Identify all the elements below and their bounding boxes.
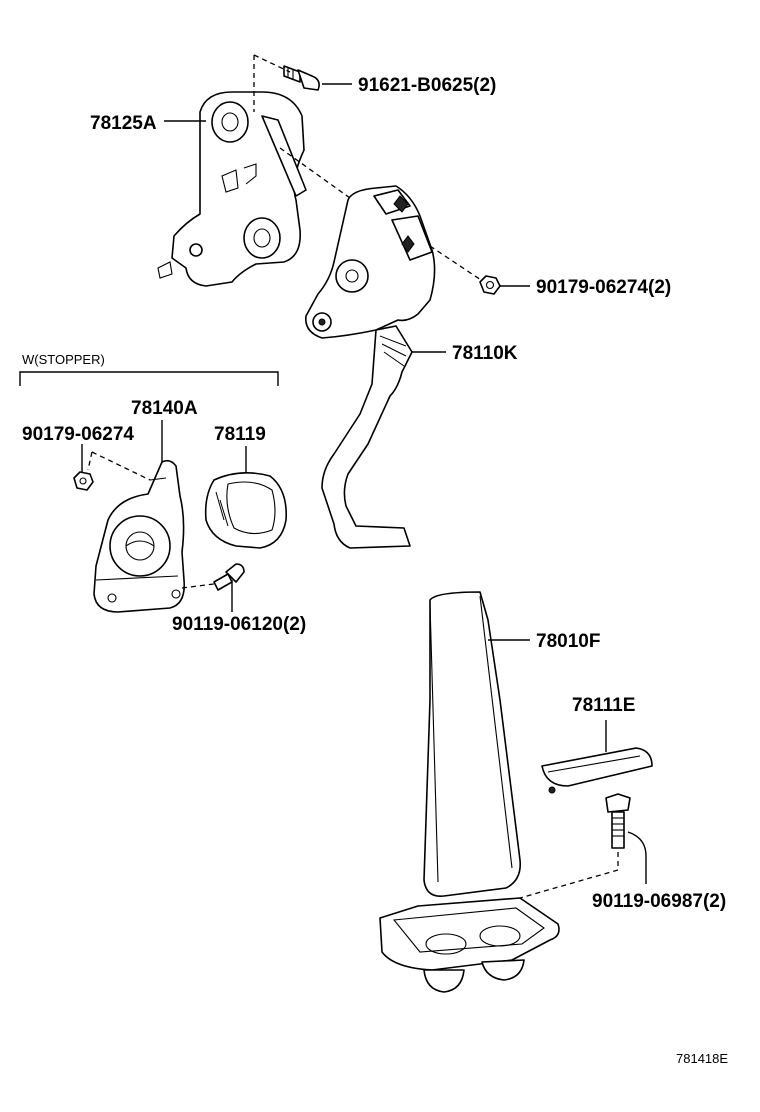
- label-stopper-group: W(STOPPER): [22, 352, 105, 367]
- nut-90179-right-icon: [479, 275, 501, 295]
- bolt-91621-icon: [283, 65, 320, 91]
- stopper-bracket-78140a-icon: [93, 459, 186, 613]
- cover-78119-icon: [204, 472, 287, 549]
- nut-90179-left-icon: [73, 471, 94, 491]
- label-bolt-90119-06120: 90119-06120(2): [172, 614, 306, 635]
- bolt-90119-06987-icon: [605, 793, 631, 849]
- label-bolt-90119-06987: 90119-06987(2): [592, 891, 726, 912]
- label-diagram-id: 781418E: [676, 1051, 728, 1066]
- label-bolt-91621: 91621-B0625(2): [358, 75, 496, 96]
- bracket-78125a-icon: [157, 91, 307, 287]
- pedal-pad-78010f-icon: [379, 591, 560, 993]
- label-stopper-bracket-78140a: 78140A: [131, 398, 198, 419]
- bolt-90119-06120-icon: [213, 563, 245, 591]
- label-cover-78119: 78119: [214, 424, 266, 445]
- label-nut-90179-right: 90179-06274(2): [536, 277, 671, 298]
- label-pedal-arm-78110k: 78110K: [452, 343, 518, 364]
- label-pedal-pad-78010f: 78010F: [536, 631, 600, 652]
- label-pad-plate-78111e: 78111E: [572, 695, 635, 716]
- label-nut-90179-left: 90179-06274: [22, 424, 134, 445]
- pad-plate-78111e-icon: [541, 747, 653, 794]
- label-bracket-78125a: 78125A: [90, 113, 157, 134]
- pedal-arm-78110k-icon: [305, 185, 436, 549]
